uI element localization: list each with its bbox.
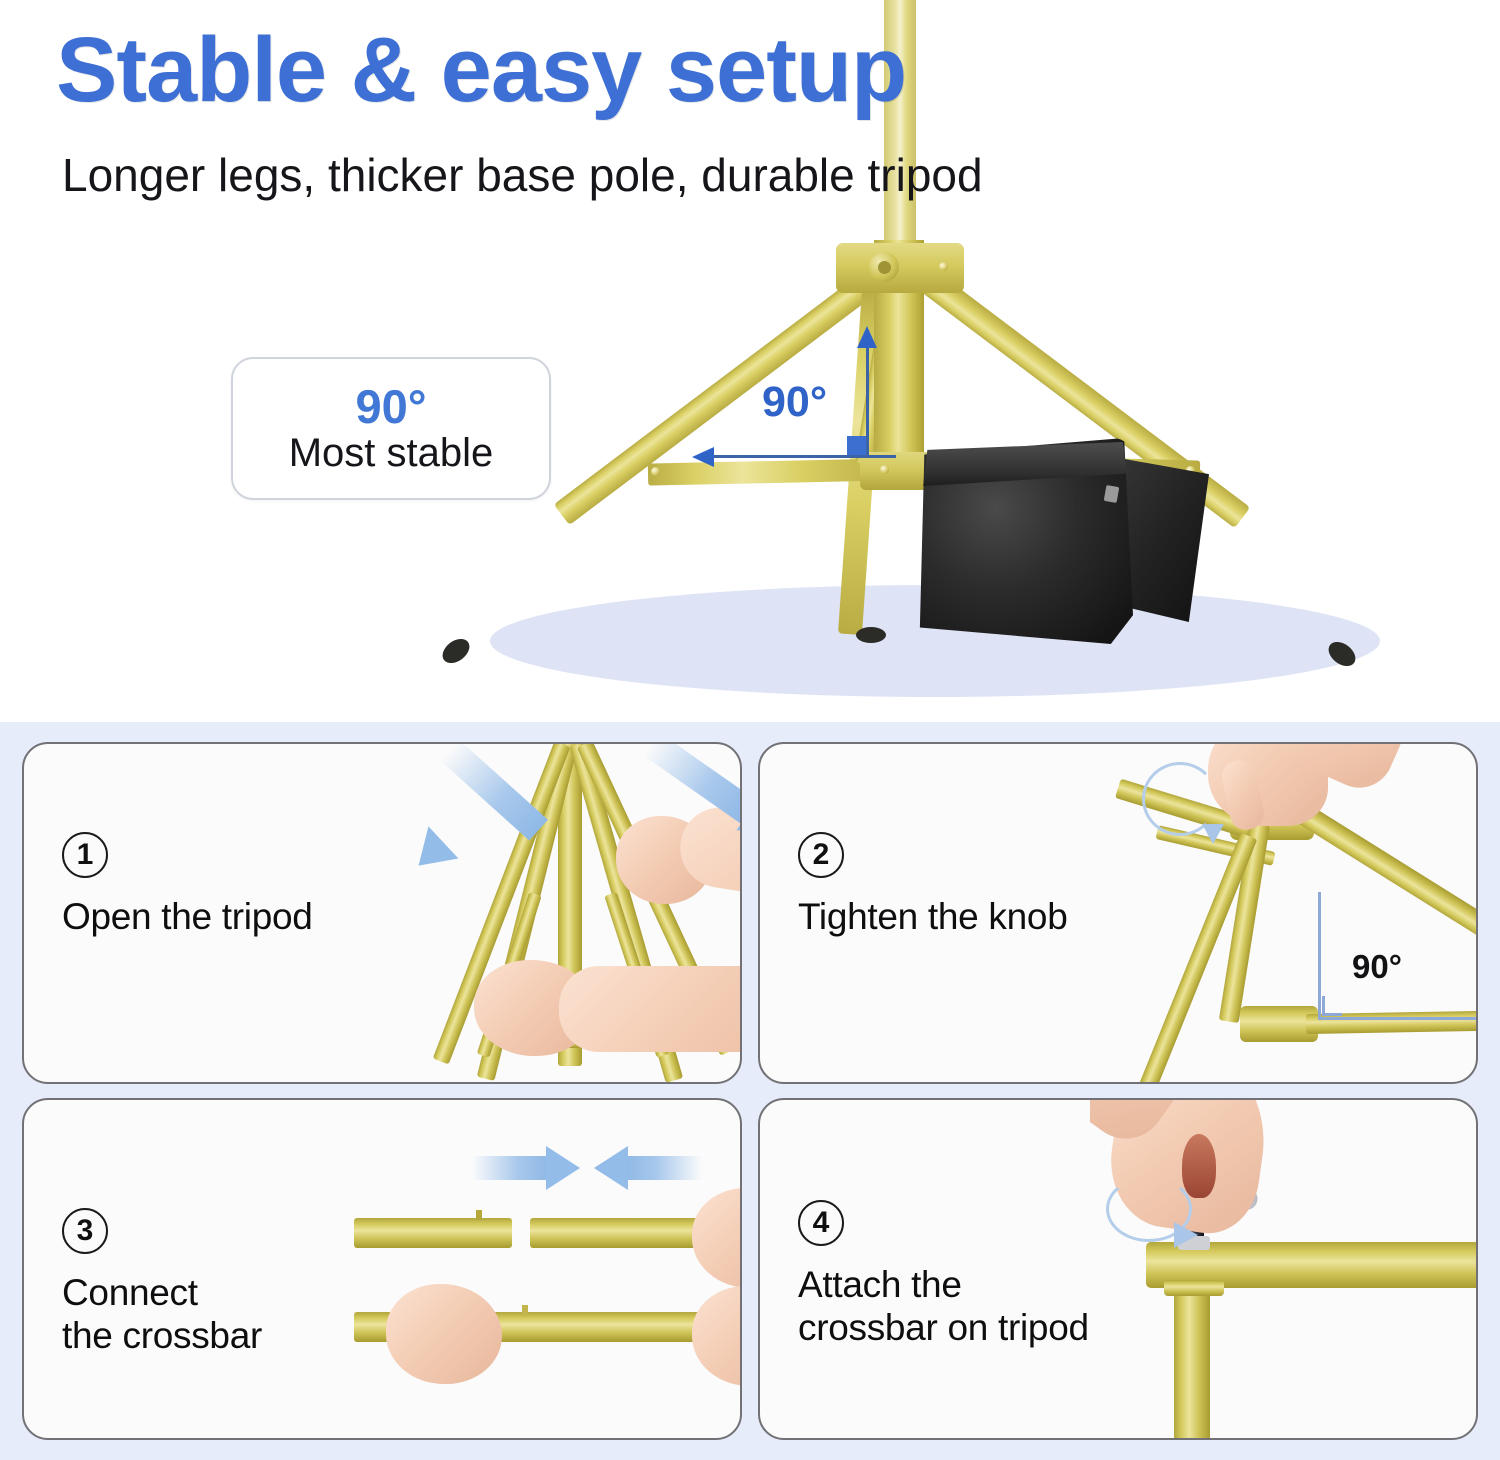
step3-arrow-right-head-icon [546, 1146, 580, 1190]
step3-arrow-right [472, 1156, 548, 1180]
step-2-label-block: 2 Tighten the knob [798, 832, 1068, 939]
tripod-hub-knob-pin [878, 261, 891, 274]
step-1-illustration [354, 744, 740, 1082]
hero-right-angle-marker-icon [847, 436, 866, 455]
step3-hand-bottom-left [386, 1284, 502, 1384]
step-1-number: 1 [62, 832, 108, 878]
hero-angle-horizontal-line [710, 455, 896, 458]
callout-angle-value: 90° [355, 380, 427, 433]
step4-rotation-arc-icon [1106, 1176, 1192, 1242]
step-2-number: 2 [798, 832, 844, 878]
step3-arrow-left [626, 1156, 702, 1180]
tripod-leg-right-cap [1324, 636, 1360, 672]
sandbag-zipper-pull-icon [1103, 484, 1120, 504]
hero-section: 90° 90° Most stable Stable & easy setup … [0, 0, 1500, 728]
step-3-label-block: 3 Connect the crossbar [62, 1208, 262, 1358]
page-title: Stable & easy setup [56, 19, 907, 121]
step-1-text: Open the tripod [62, 896, 313, 937]
hero-angle-up-arrow-icon [857, 326, 877, 348]
step-panel-3: 3 Connect the crossbar [22, 1098, 742, 1440]
step-4-label-block: 4 Attach the crossbar on tripod [798, 1200, 1089, 1350]
step3-hand-top-right [692, 1188, 740, 1288]
step-panel-4: 4 Attach the crossbar on tripod [758, 1098, 1478, 1440]
tripod-illustration [0, 0, 1500, 728]
most-stable-callout-card: 90° Most stable [231, 357, 551, 500]
hero-angle-label: 90° [762, 378, 828, 426]
step2-rotation-arc-icon [1142, 762, 1218, 836]
step3-joined-pin-icon [522, 1305, 528, 1314]
step1-arrow-right [642, 744, 740, 824]
step2-angle-label: 90° [1352, 948, 1402, 985]
hero-angle-vertical-line [866, 346, 869, 458]
step-3-text: Connect the crossbar [62, 1272, 262, 1356]
tripod-rivet [651, 467, 660, 476]
step4-grip-shadow [1182, 1134, 1216, 1198]
step3-hand-bottom-right [692, 1286, 740, 1386]
sandbag-weight [905, 432, 1209, 652]
step2-leg-right [1285, 796, 1476, 943]
hero-angle-left-arrow-icon [692, 447, 714, 467]
step4-tripod-post [1174, 1284, 1210, 1438]
callout-description: Most stable [288, 431, 494, 475]
step-4-number: 4 [798, 1200, 844, 1246]
tripod-mast-upper [884, 0, 916, 240]
step3-arrow-left-head-icon [594, 1146, 628, 1190]
hero-angle-annotation: 90° [690, 300, 930, 490]
step-panel-1: 1 Open the tripod [22, 742, 742, 1084]
step1-arrow-left [440, 744, 548, 841]
step3-tube-pin-icon [476, 1210, 482, 1220]
step-2-illustration: 90° [1090, 744, 1476, 1082]
step-panel-2: 2 Tighten the knob 90° [758, 742, 1478, 1084]
steps-grid: 1 Open the tripod 2 [0, 722, 1500, 1460]
step2-rotation-arrow-head-icon [1202, 824, 1224, 844]
tripod-rivet [1186, 466, 1195, 475]
step4-rotation-arrow-head-icon [1174, 1222, 1198, 1248]
step-4-text: Attach the crossbar on tripod [798, 1264, 1089, 1348]
tripod-rivet [880, 465, 889, 474]
step-3-number: 3 [62, 1208, 108, 1254]
step4-post-collar [1164, 1280, 1224, 1296]
step2-angle-vertical-line [1318, 892, 1321, 1020]
page-subtitle: Longer legs, thicker base pole, durable … [62, 149, 983, 201]
tripod-leg-left-cap [438, 633, 474, 669]
step-3-illustration [354, 1100, 740, 1438]
step2-angle-horizontal-line [1318, 1017, 1476, 1020]
step-1-label-block: 1 Open the tripod [62, 832, 313, 939]
step2-lower-hub [1240, 1006, 1318, 1042]
step1-forearm-lower [559, 966, 740, 1052]
step-2-text: Tighten the knob [798, 896, 1068, 937]
step1-arrow-left-head-icon [403, 826, 459, 882]
step3-tube-top-left [354, 1218, 512, 1248]
step-4-illustration [1090, 1100, 1476, 1438]
step2-right-angle-marker-icon [1322, 996, 1342, 1016]
tripod-leg-center-cap [856, 627, 886, 643]
tripod-rivet [939, 262, 948, 271]
